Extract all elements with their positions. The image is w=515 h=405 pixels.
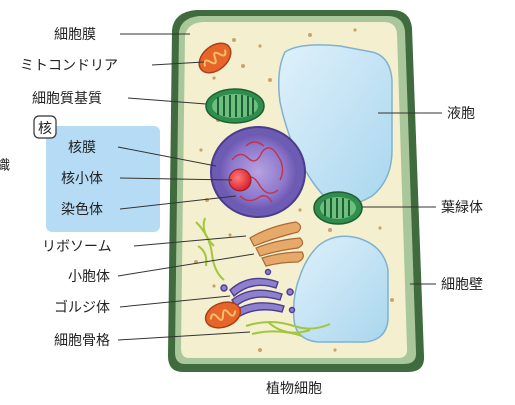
label-vacuole: 液胞 [447,106,475,122]
chloroplast-right [314,192,362,224]
nucleus-label-group: 核 核膜 核小体 染色体 [34,116,160,232]
nucleus [211,127,305,217]
label-chromosome: 染色体 [61,201,103,218]
label-cell-wall: 細胞壁 [441,277,483,293]
label-cytoplasm-matrix: 細胞質基質 [32,90,102,107]
label-lysosome: 小胞体 [68,269,110,285]
chloroplast-upper [206,89,264,123]
label-cytoskeleton: 細胞骨格 [54,333,110,349]
edge-fragment-text: 織 [0,158,10,174]
nucleolus [229,169,251,191]
label-golgi: ゴルジ体 [54,299,110,316]
label-chloroplast: 葉緑体 [441,200,483,216]
label-ribosome: リボソーム [42,239,112,255]
nucleus-heading: 核 [38,121,52,137]
label-cell-membrane: 細胞膜 [54,27,96,43]
diagram-title: 植物細胞 [266,381,322,397]
label-nucleolus: 核小体 [61,171,103,187]
label-mitochondria: ミトコンドリア [20,58,118,74]
label-nuclear-envelope: 核膜 [68,140,96,156]
